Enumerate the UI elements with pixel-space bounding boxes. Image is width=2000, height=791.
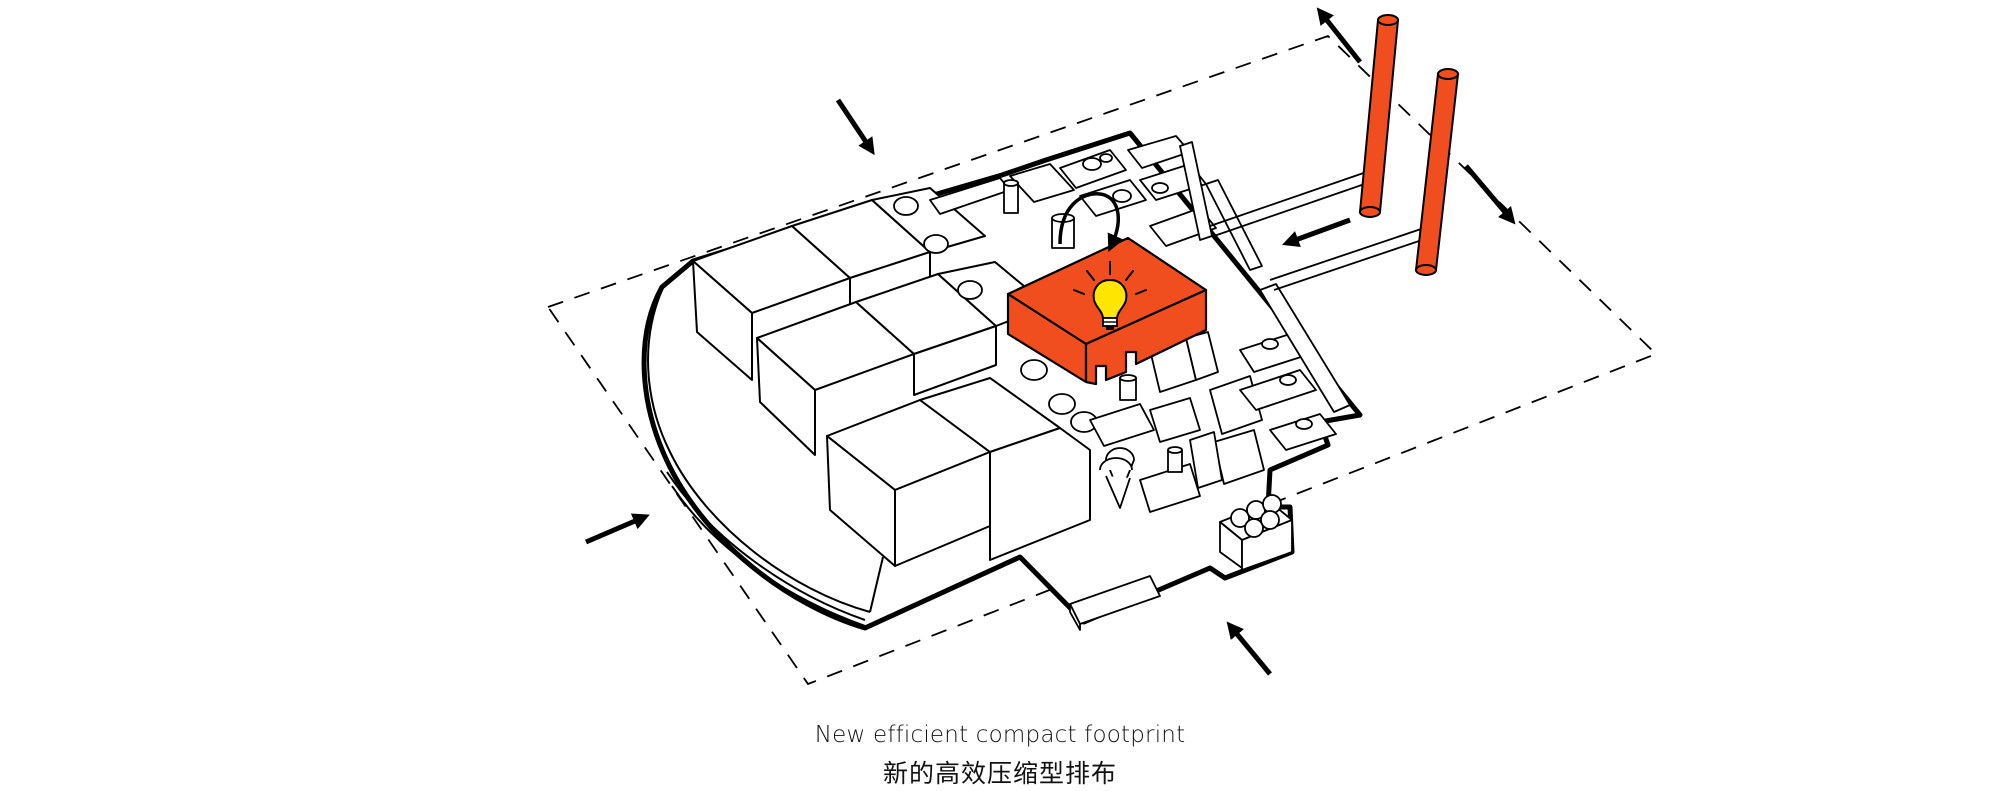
- inward-arrow-icon-far-right: [1464, 164, 1516, 225]
- curved-arrow-icon: [1058, 192, 1124, 252]
- inward-arrow-icon-left: [585, 513, 650, 545]
- curved-wing: [647, 289, 884, 627]
- outward-arrow-icon: [1316, 7, 1362, 64]
- intake-arrows: [585, 98, 1516, 676]
- chimney-stacks: [1358, 14, 1460, 276]
- hall-volumes: [692, 187, 1091, 567]
- inward-arrow-icon-top: [835, 98, 875, 156]
- inward-arrow-icon-bottom: [1226, 621, 1272, 676]
- inward-arrow-icon-right: [1282, 217, 1351, 248]
- process-equipment: [893, 135, 1351, 631]
- caption-english: New efficient compact footprint: [814, 722, 1186, 748]
- lightbulb-icon: [1073, 261, 1147, 330]
- pipe-runs: [1209, 167, 1429, 291]
- caption-chinese: 新的高效压缩型排布: [882, 759, 1117, 788]
